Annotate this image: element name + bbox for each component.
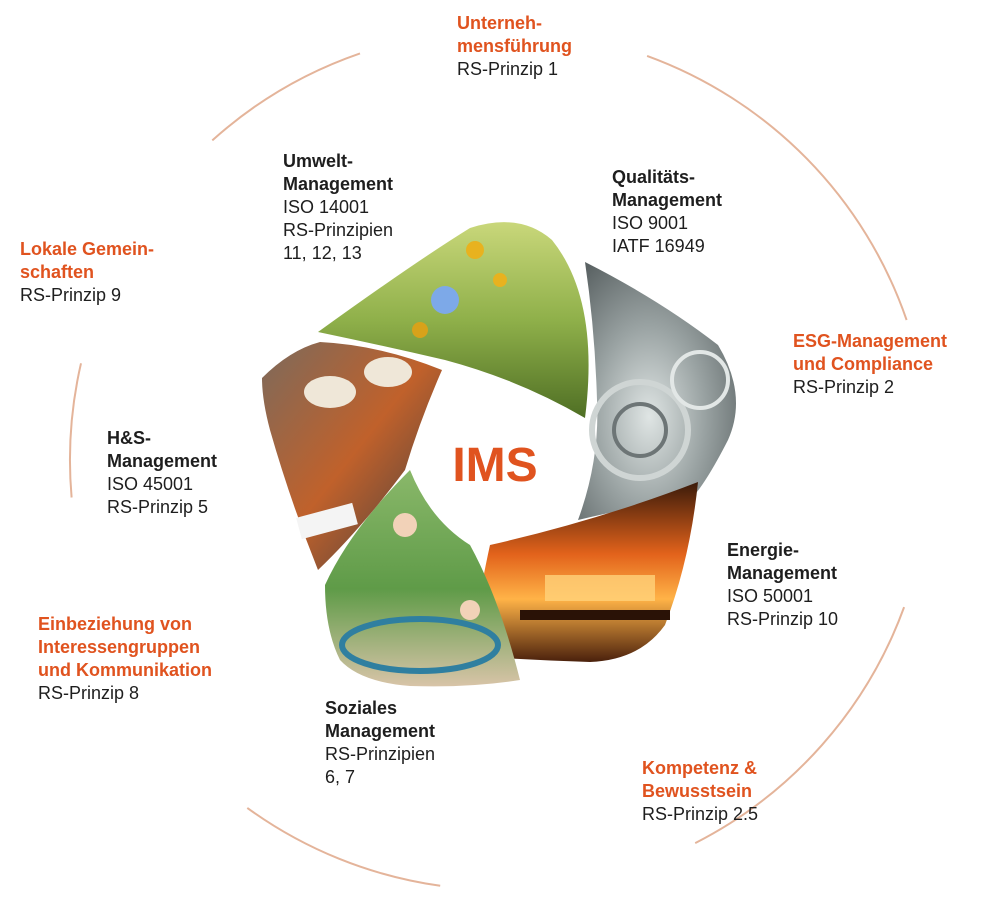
quality-photo-wedge-detail-1 xyxy=(589,379,691,481)
outer-ring-arc-1 xyxy=(694,606,906,844)
energy-detail-2: RS-Prinzip 10 xyxy=(727,609,839,629)
environment-photo-wedge-shape xyxy=(318,222,589,418)
label-esg-compliance: ESG-Management und Compliance RS-Prinzip… xyxy=(793,330,947,399)
energy-photo-wedge-detail-1 xyxy=(545,575,655,601)
energy-title-1: Energie- xyxy=(727,540,800,560)
quality-title-2: Management xyxy=(612,190,723,210)
environment-photo-wedge xyxy=(318,222,589,418)
corporate-governance-title-2: mensführung xyxy=(457,36,572,56)
label-energy-management: Energie- Management ISO 50001 RS-Prinzip… xyxy=(727,539,838,631)
center-ims-label: IMS xyxy=(452,439,538,492)
social-photo-wedge-detail-1 xyxy=(393,513,417,537)
environment-detail-2: RS-Prinzipien xyxy=(283,220,394,240)
health-safety-title-2: Management xyxy=(107,451,218,471)
quality-photo-wedge xyxy=(578,262,736,520)
quality-detail-2: IATF 16949 xyxy=(612,236,705,256)
social-photo-wedge-detail-3 xyxy=(460,600,480,620)
stakeholder-communication-detail-1: RS-Prinzip 8 xyxy=(38,683,140,703)
environment-photo-wedge-detail-3 xyxy=(493,273,507,287)
social-photo-wedge-shape xyxy=(325,470,520,687)
social-detail-2: 6, 7 xyxy=(325,767,356,787)
energy-photo-wedge-detail-2 xyxy=(520,610,670,620)
stakeholder-communication-title-2: Interessengruppen xyxy=(38,637,201,657)
stakeholder-communication-title-3: und Kommunikation xyxy=(38,660,212,680)
social-detail-1: RS-Prinzipien xyxy=(325,744,436,764)
outer-ring-arc-3 xyxy=(68,363,82,498)
label-local-communities: Lokale Gemein- schaften RS-Prinzip 9 xyxy=(20,238,154,307)
health-safety-detail-1: ISO 45001 xyxy=(107,474,194,494)
esg-compliance-title-1: ESG-Management xyxy=(793,331,948,351)
social-title-1: Soziales xyxy=(325,698,398,718)
label-corporate-governance: Unterneh- mensführung RS-Prinzip 1 xyxy=(457,12,572,81)
label-social-management: Soziales Management RS-Prinzipien 6, 7 xyxy=(325,697,435,789)
social-title-2: Management xyxy=(325,721,436,741)
local-communities-title-1: Lokale Gemein- xyxy=(20,239,155,259)
quality-photo-wedge-detail-3 xyxy=(670,350,730,410)
energy-photo-wedge xyxy=(470,482,698,662)
label-quality-management: Qualitäts- Management ISO 9001 IATF 1694… xyxy=(612,166,722,258)
environment-detail-3: 11, 12, 13 xyxy=(283,243,362,263)
health-safety-photo-wedge-detail-2 xyxy=(364,357,412,387)
environment-title-1: Umwelt- xyxy=(283,151,354,171)
label-environment-management: Umwelt- Management ISO 14001 RS-Prinzipi… xyxy=(283,150,393,265)
social-photo-wedge-detail-2 xyxy=(339,616,501,674)
local-communities-title-2: schaften xyxy=(20,262,95,282)
environment-photo-wedge-detail-2 xyxy=(466,241,484,259)
environment-title-2: Management xyxy=(283,174,394,194)
environment-photo-wedge-detail-4 xyxy=(412,322,428,338)
health-safety-photo-wedge xyxy=(262,342,442,570)
local-communities-detail-1: RS-Prinzip 9 xyxy=(20,285,122,305)
quality-detail-1: ISO 9001 xyxy=(612,213,689,233)
outer-ring-arc-5 xyxy=(646,54,908,321)
competence-awareness-title-2: Bewusstsein xyxy=(642,781,753,801)
energy-detail-1: ISO 50001 xyxy=(727,586,814,606)
competence-awareness-title-1: Kompetenz & xyxy=(642,758,758,778)
outer-ring-arc-2 xyxy=(246,807,441,887)
environment-photo-wedge-detail-1 xyxy=(431,286,459,314)
corporate-governance-detail-1: RS-Prinzip 1 xyxy=(457,59,559,79)
competence-awareness-detail-1: RS-Prinzip 2.5 xyxy=(642,804,759,824)
quality-title-1: Qualitäts- xyxy=(612,167,696,187)
corporate-governance-title-1: Unterneh- xyxy=(457,13,542,33)
health-safety-title-1: H&S- xyxy=(107,428,151,448)
label-competence-awareness: Kompetenz & Bewusstsein RS-Prinzip 2.5 xyxy=(642,757,758,826)
quality-photo-wedge-shape xyxy=(578,262,736,520)
social-photo-wedge xyxy=(325,470,520,687)
energy-title-2: Management xyxy=(727,563,838,583)
label-health-safety-management: H&S- Management ISO 45001 RS-Prinzip 5 xyxy=(107,427,217,519)
outer-ring-arc-4 xyxy=(211,52,361,142)
esg-compliance-title-2: und Compliance xyxy=(793,354,934,374)
esg-compliance-detail-1: RS-Prinzip 2 xyxy=(793,377,895,397)
label-stakeholder-communication: Einbeziehung von Interessengruppen und K… xyxy=(38,613,212,705)
health-safety-photo-wedge-detail-3 xyxy=(296,502,358,540)
health-safety-detail-2: RS-Prinzip 5 xyxy=(107,497,209,517)
health-safety-photo-wedge-detail-1 xyxy=(304,376,356,408)
quality-photo-wedge-detail-2 xyxy=(612,402,668,458)
environment-detail-1: ISO 14001 xyxy=(283,197,370,217)
stakeholder-communication-title-1: Einbeziehung von xyxy=(38,614,193,634)
